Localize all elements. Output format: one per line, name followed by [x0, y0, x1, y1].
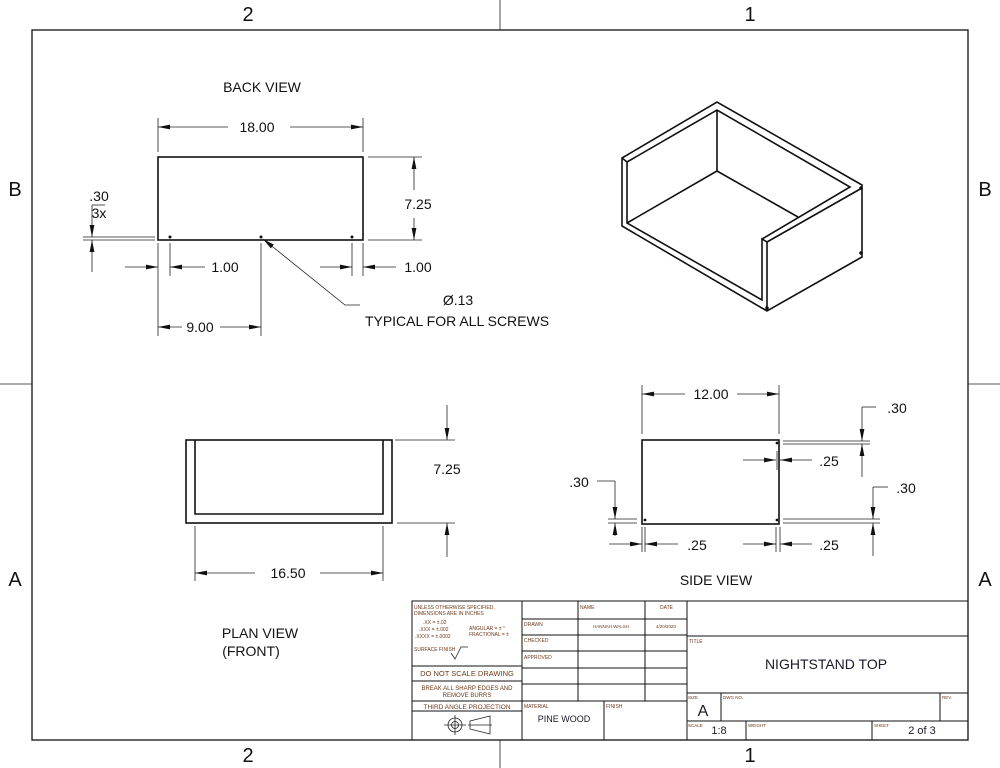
screw-hole — [259, 235, 263, 239]
title-block: UNLESS OTHERWISE SPECIFIED, DIMENSIONS A… — [411, 600, 969, 741]
dwg-no-label: DWG NO. — [723, 695, 743, 700]
approved-label: APPROVED — [524, 655, 552, 661]
finish-label: FINISH — [606, 704, 623, 710]
break-edges-note-2: REMOVE BURRS — [443, 693, 492, 699]
dim-hole-count: 3x — [92, 205, 107, 221]
title-label: TITLE — [689, 639, 703, 645]
zone-label-left-b: B — [8, 179, 21, 201]
zone-label-left-a: A — [8, 569, 22, 591]
notes-line2: DIMENSIONS ARE IN INCHES — [414, 611, 484, 617]
plan-view-outline — [185, 439, 393, 524]
dim-hole-offset: .30 — [89, 188, 109, 204]
size-label: SIZE — [688, 695, 698, 700]
hole-diameter-note: Ø.13 — [443, 292, 474, 308]
weight-label: WEIGHT — [748, 723, 766, 728]
dim-side-lower-right: .30 — [896, 480, 916, 496]
screw-hole — [350, 235, 354, 239]
rev-label: REV. — [942, 695, 952, 700]
drawing-title: NIGHTSTAND TOP — [765, 656, 887, 672]
hole-typical-note: TYPICAL FOR ALL SCREWS — [365, 313, 549, 329]
dim-center: 9.00 — [186, 319, 213, 335]
material-value: PINE WOOD — [538, 714, 591, 724]
tolerance-angular: ANGULAR = ± ° — [469, 626, 505, 632]
zone-label-right-b: B — [978, 179, 991, 201]
zone-label-right-a: A — [978, 569, 992, 591]
projection-label: THIRD ANGLE PROJECTION — [423, 704, 510, 711]
dim-edge-right: 1.00 — [404, 259, 431, 275]
scale-value: 1:8 — [711, 725, 726, 737]
dim-plan-width: 16.50 — [270, 565, 305, 581]
plan-view-label: PLAN VIEW — [222, 625, 299, 641]
notes-line1: UNLESS OTHERWISE SPECIFIED, — [414, 605, 495, 611]
dim-side-bottom-right: .25 — [819, 537, 839, 553]
surface-finish-label: SURFACE FINISH — [414, 647, 456, 653]
drawn-name: HANNAH WALSH — [593, 624, 629, 629]
tolerance-xxx: .XXX = ±.002 — [419, 627, 449, 633]
side-view-outline — [641, 439, 780, 525]
dim-side-bottom-left: .25 — [687, 537, 707, 553]
dim-side-upper-right: .25 — [819, 453, 839, 469]
name-header: NAME — [580, 605, 595, 611]
back-view: BACK VIEW 18.00 7.25 .30 3x 1.00 — [83, 79, 549, 336]
dim-side-top-right: .30 — [887, 400, 907, 416]
scale-label: SCALE — [688, 723, 703, 728]
zone-label-top-1: 1 — [744, 4, 755, 26]
tolerance-xxxx: .XXXX = ±.0002 — [415, 634, 451, 640]
third-angle-projection-icon — [444, 715, 492, 735]
dim-side-left: .30 — [569, 474, 589, 490]
zone-label-top-2: 2 — [242, 4, 253, 26]
dim-side-width: 12.00 — [693, 386, 728, 402]
dim-back-height: 7.25 — [404, 196, 431, 212]
screw-hole — [168, 235, 172, 239]
checked-label: CHECKED — [524, 638, 549, 644]
plan-view: 16.50 7.25 PLAN VIEW (FRONT) — [185, 405, 461, 659]
zone-label-bottom-1: 1 — [744, 745, 755, 767]
drawn-date: 4/20/2020 — [656, 624, 677, 629]
plan-view-sublabel: (FRONT) — [222, 643, 280, 659]
dim-back-width: 18.00 — [239, 119, 274, 135]
size-value: A — [698, 703, 709, 720]
zone-label-bottom-2: 2 — [242, 745, 253, 767]
drawn-label: DRAWN — [524, 622, 543, 628]
tolerance-fractional: FRACTIONAL = ± — [469, 632, 509, 638]
dim-edge-left: 1.00 — [211, 259, 238, 275]
sheet-label: SHEET — [874, 723, 889, 728]
side-view-label: SIDE VIEW — [680, 572, 753, 588]
sheet-value: 2 of 3 — [908, 725, 936, 737]
back-view-label: BACK VIEW — [223, 79, 302, 95]
dim-plan-height: 7.25 — [433, 461, 460, 477]
back-view-outline — [157, 156, 364, 241]
date-header: DATE — [660, 605, 674, 611]
isometric-view — [621, 101, 863, 312]
material-label: MATERIAL — [524, 704, 549, 710]
do-not-scale-note: DO NOT SCALE DRAWING — [420, 669, 514, 678]
tolerance-xx: .XX = ±.02 — [423, 620, 447, 626]
surface-finish-symbol — [450, 646, 468, 660]
break-edges-note-1: BREAK ALL SHARP EDGES AND — [421, 686, 513, 692]
side-view: 12.00 .30 .25 .30 .30 .25 — [569, 385, 916, 588]
